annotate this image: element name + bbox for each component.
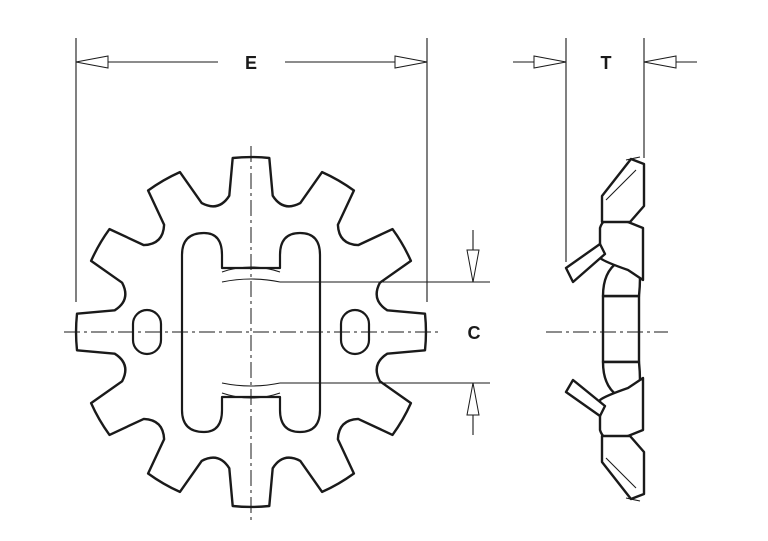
side-top-tooth-edge	[605, 169, 637, 201]
t-label: T	[601, 53, 612, 73]
side-upper-tab	[564, 242, 607, 284]
front-view	[64, 146, 440, 520]
c-label: C	[468, 323, 481, 343]
side-bottom-tooth-tip	[625, 497, 641, 502]
side-top-tooth-tip	[625, 156, 641, 161]
c-arrow-bottom	[466, 382, 480, 416]
e-label: E	[245, 53, 257, 73]
dimension-t: T	[513, 38, 697, 262]
t-arrow-left	[533, 55, 567, 69]
side-bottom-tooth-edge	[605, 457, 637, 489]
side-view	[546, 156, 668, 502]
center-h-slot	[180, 231, 322, 434]
side-top-tooth	[600, 157, 646, 224]
dimension-c: C	[280, 230, 490, 435]
dimension-e: E	[75, 38, 428, 302]
side-bottom-tooth	[600, 434, 646, 501]
side-lower-tab	[564, 378, 607, 418]
e-arrow-right	[394, 55, 428, 69]
side-center-segment	[601, 294, 641, 364]
e-arrow-left	[75, 55, 109, 69]
t-arrow-right	[643, 55, 677, 69]
c-arrow-top	[466, 249, 480, 283]
